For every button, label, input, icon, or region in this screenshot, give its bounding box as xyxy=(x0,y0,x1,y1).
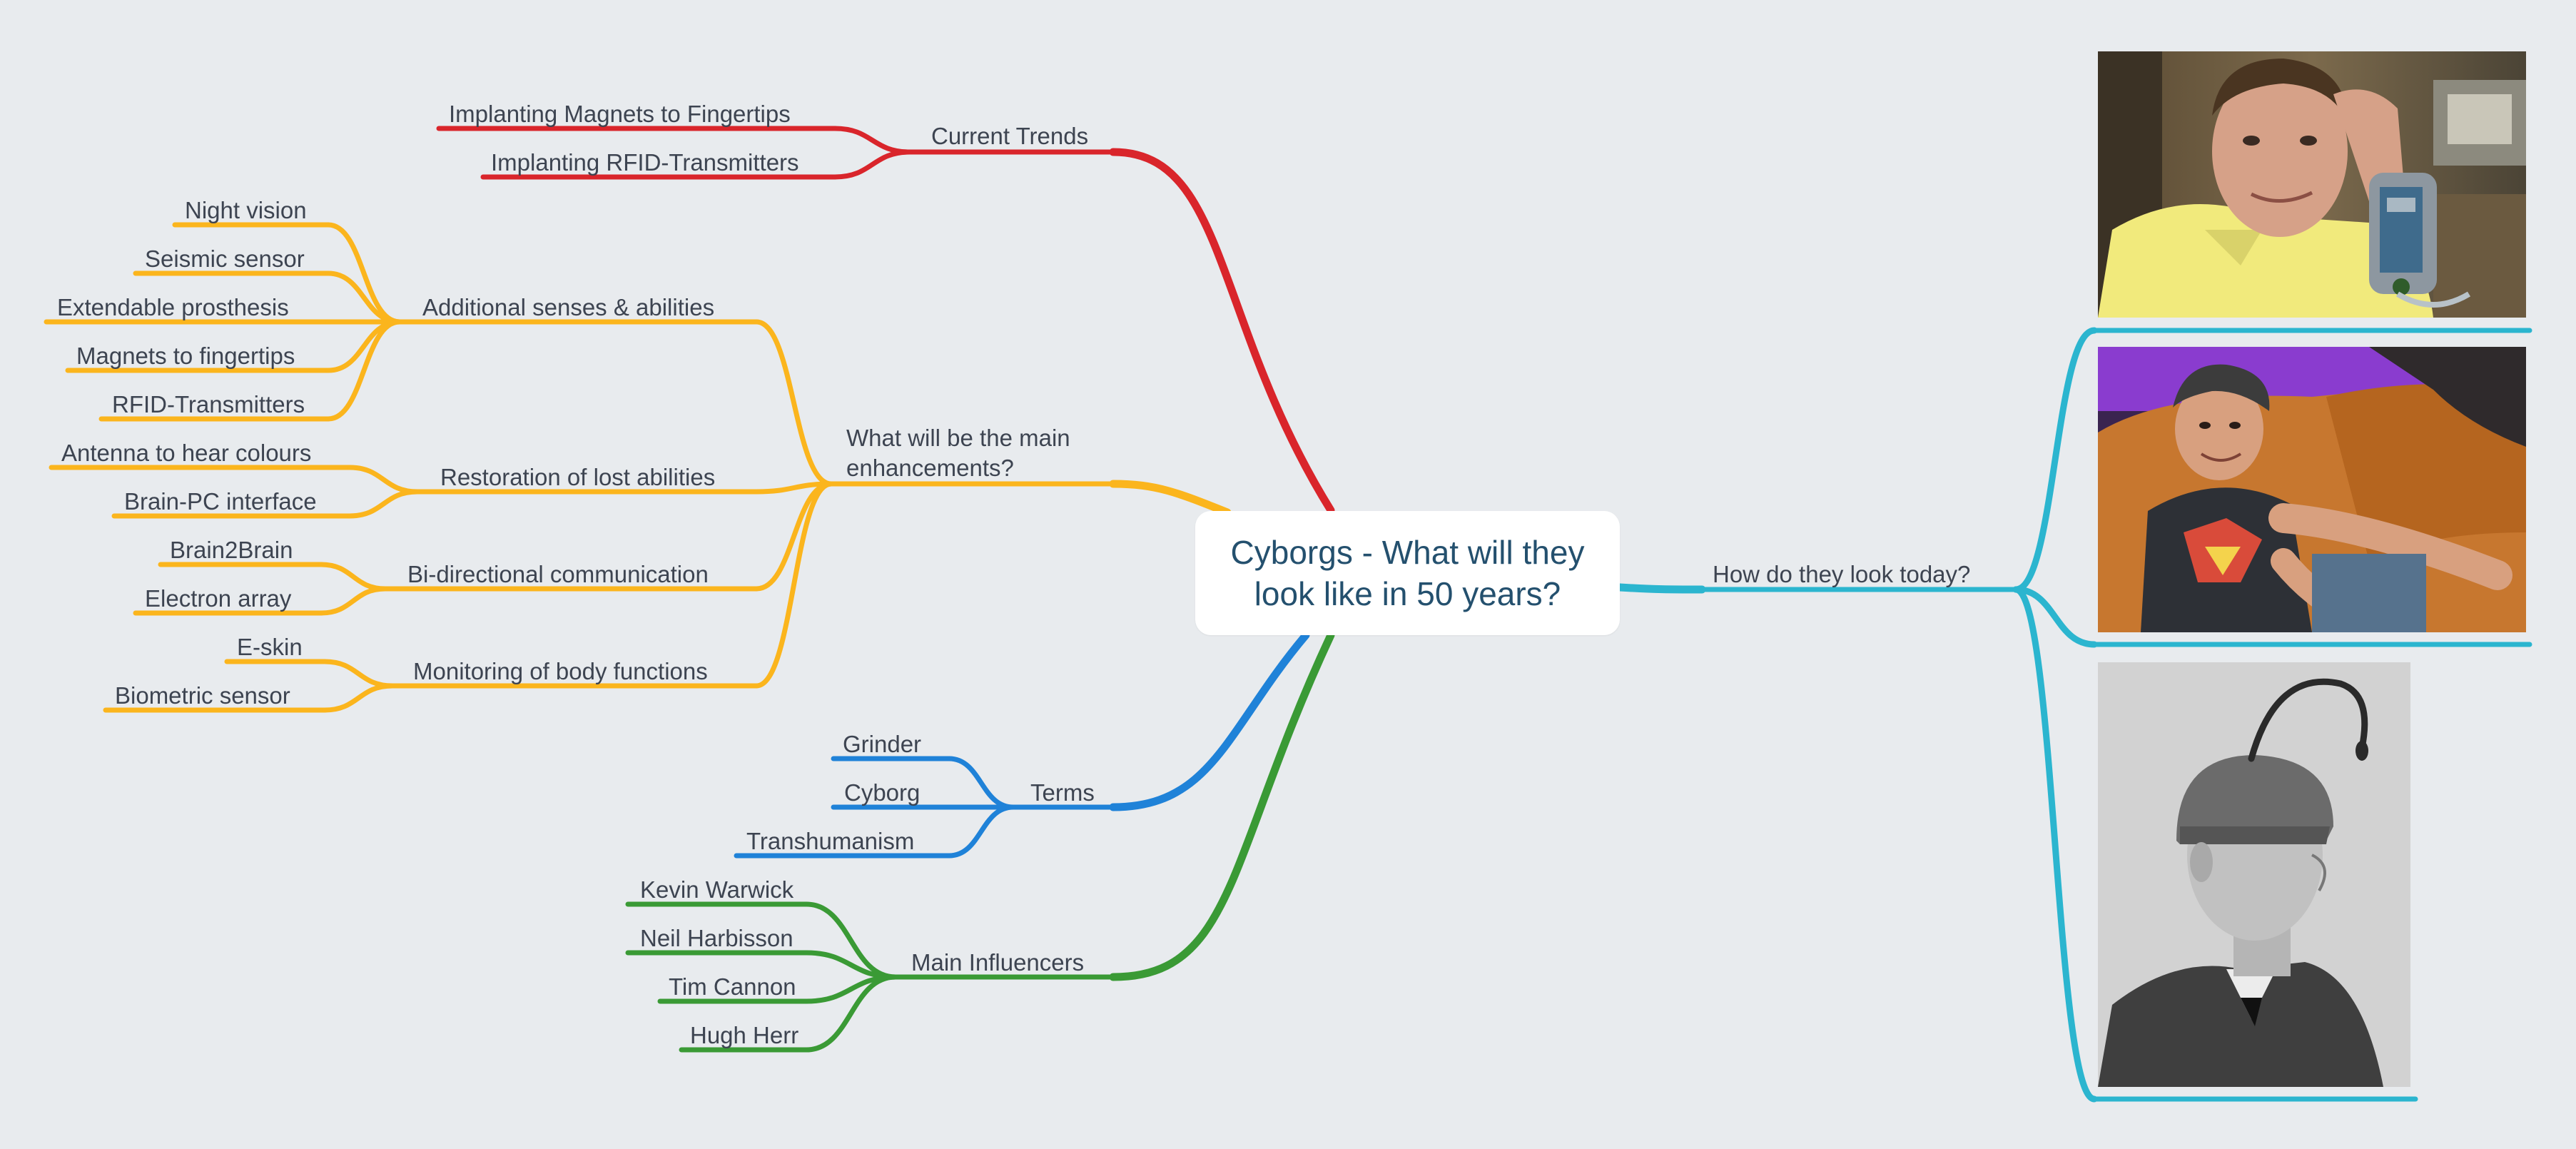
connector-monitoring-leaf-0 xyxy=(322,659,395,689)
leaf-antenna-hear-colours[interactable]: Antenna to hear colours xyxy=(61,440,312,466)
connector-terms-leaf-2 xyxy=(946,804,1016,859)
leaf-neil-harbisson[interactable]: Neil Harbisson xyxy=(640,925,793,951)
connector-influencers-leaf-3 xyxy=(803,974,898,1053)
connector-implanting-rfid xyxy=(832,149,913,180)
connector-implanting-magnets xyxy=(832,126,913,155)
subtopic-monitoring[interactable]: Monitoring of body functions xyxy=(413,658,708,684)
leaf-magnets-to-fingertips[interactable]: Magnets to fingertips xyxy=(76,343,295,369)
connector-terms-leaf-0 xyxy=(946,756,1016,810)
leaf-brain2brain[interactable]: Brain2Brain xyxy=(170,537,293,563)
central-topic-title: Cyborgs - What will they look like in 50… xyxy=(1230,534,1585,612)
leaf-grinder[interactable]: Grinder xyxy=(843,731,922,757)
connector-center-influencers xyxy=(1109,631,1335,981)
connector-additional-leaf-3 xyxy=(325,319,402,373)
subtopic-bidirectional[interactable]: Bi-directional communication xyxy=(407,561,709,587)
connector-center-enhancements xyxy=(1109,480,1232,517)
topic-main-influencers[interactable]: Main Influencers xyxy=(911,949,1085,976)
leaf-transhumanism[interactable]: Transhumanism xyxy=(746,828,915,854)
connector-bidirectional-leaf-0 xyxy=(318,562,388,592)
connector-restoration-leaf-0 xyxy=(347,465,420,495)
subtopic-additional-senses[interactable]: Additional senses & abilities xyxy=(422,294,715,320)
connector-photo-1 xyxy=(2012,327,2098,593)
leaf-electron-array[interactable]: Electron array xyxy=(145,585,292,612)
subtopic-implanting-magnets[interactable]: Implanting Magnets to Fingertips xyxy=(449,101,791,127)
connector-additional-leaf-1 xyxy=(325,270,402,325)
connector-photo-2 xyxy=(2012,586,2098,648)
connector-additional-leaf-4 xyxy=(325,319,402,422)
topic-terms[interactable]: Terms xyxy=(1030,779,1095,806)
connector-bidirectional xyxy=(754,481,834,592)
connector-center-current-trends xyxy=(1109,148,1335,515)
leaf-cyborg[interactable]: Cyborg xyxy=(844,779,921,806)
leaf-extendable-prosthesis[interactable]: Extendable prosthesis xyxy=(57,294,289,320)
leaf-seismic-sensor[interactable]: Seismic sensor xyxy=(145,246,305,272)
connector-center-terms xyxy=(1109,631,1310,811)
connector-monitoring xyxy=(754,481,834,689)
man-with-head-antenna-photo[interactable] xyxy=(2098,662,2410,1087)
connector-bidirectional-leaf-1 xyxy=(318,586,388,616)
connector-center-look-today xyxy=(1616,583,1706,594)
connector-restoration xyxy=(754,481,834,495)
topic-how-they-look-today[interactable]: How do they look today? xyxy=(1713,561,1971,587)
subtopic-restoration[interactable]: Restoration of lost abilities xyxy=(440,464,716,490)
leaf-kevin-warwick[interactable]: Kevin Warwick xyxy=(640,876,794,903)
leaf-e-skin[interactable]: E-skin xyxy=(237,634,303,660)
man-on-sofa-photo[interactable] xyxy=(2098,347,2526,632)
connector-monitoring-leaf-1 xyxy=(322,683,395,713)
leaf-rfid-transmitters[interactable]: RFID-Transmitters xyxy=(112,391,305,417)
central-topic[interactable]: Cyborgs - What will they look like in 50… xyxy=(1195,511,1620,635)
topic-main-enhancements[interactable]: What will be the main enhancements? xyxy=(846,425,1070,481)
subtopic-implanting-rfid[interactable]: Implanting RFID-Transmitters xyxy=(491,149,799,176)
leaf-biometric-sensor[interactable]: Biometric sensor xyxy=(115,682,290,709)
topic-current-trends[interactable]: Current Trends xyxy=(931,123,1089,149)
leaf-night-vision[interactable]: Night vision xyxy=(185,197,307,223)
man-with-arm-implant-photo[interactable] xyxy=(2098,51,2526,318)
leaf-tim-cannon[interactable]: Tim Cannon xyxy=(669,973,796,1000)
leaf-brain-pc-interface[interactable]: Brain-PC interface xyxy=(124,488,317,515)
connector-additional-senses xyxy=(754,319,834,487)
connector-restoration-leaf-1 xyxy=(347,489,420,519)
leaf-hugh-herr[interactable]: Hugh Herr xyxy=(690,1022,799,1048)
connector-photo-3 xyxy=(2012,586,2098,1103)
